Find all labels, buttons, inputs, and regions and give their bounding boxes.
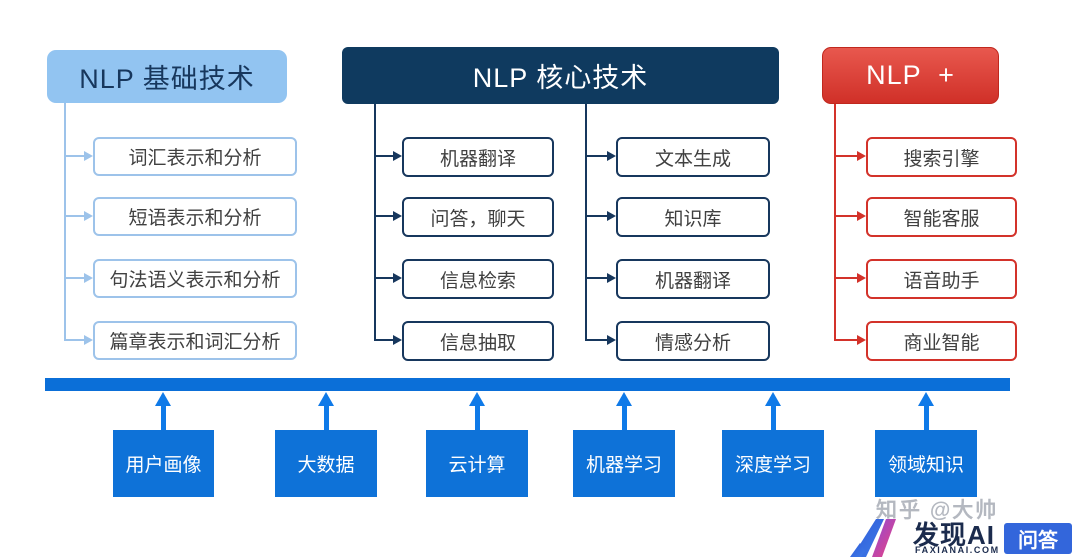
box-plus-item: 搜索引擎 bbox=[866, 137, 1017, 177]
arrow-up-stem bbox=[924, 405, 929, 430]
foundation-bar bbox=[45, 378, 1010, 391]
connector-line bbox=[64, 215, 84, 217]
header-nlp-basic: NLP 基础技术 bbox=[47, 50, 287, 103]
box-core-item: 文本生成 bbox=[616, 137, 770, 177]
arrow-right-icon bbox=[84, 273, 93, 283]
connector-line bbox=[374, 104, 376, 341]
connector-line bbox=[834, 215, 857, 217]
connector-line bbox=[585, 155, 607, 157]
connector-line bbox=[585, 277, 607, 279]
arrow-up-stem bbox=[622, 405, 627, 430]
arrow-right-icon bbox=[607, 335, 616, 345]
arrow-right-icon bbox=[607, 211, 616, 221]
box-basic-item: 篇章表示和词汇分析 bbox=[93, 321, 297, 360]
connector-line bbox=[64, 339, 84, 341]
box-core-item: 信息抽取 bbox=[402, 321, 554, 361]
box-core-item: 机器翻译 bbox=[616, 259, 770, 299]
connector-line bbox=[834, 339, 857, 341]
arrow-up-icon bbox=[318, 392, 334, 406]
box-basic-item: 词汇表示和分析 bbox=[93, 137, 297, 176]
connector-line bbox=[64, 155, 84, 157]
arrow-right-icon bbox=[607, 151, 616, 161]
connector-line bbox=[374, 277, 393, 279]
box-basic-item: 短语表示和分析 bbox=[93, 197, 297, 236]
ai-monogram-icon bbox=[850, 519, 896, 557]
box-foundation-item: 用户画像 bbox=[113, 430, 214, 497]
logo-badge: 问答 bbox=[1004, 523, 1072, 554]
connector-line bbox=[64, 103, 66, 341]
arrow-up-icon bbox=[616, 392, 632, 406]
box-foundation-item: 深度学习 bbox=[722, 430, 824, 497]
box-plus-item: 智能客服 bbox=[866, 197, 1017, 237]
connector-line bbox=[374, 155, 393, 157]
zhihu-watermark: 知乎 @大帅 bbox=[876, 499, 999, 522]
logo-brand-text: 发现AI bbox=[913, 520, 996, 550]
arrow-right-icon bbox=[857, 211, 866, 221]
arrow-right-icon bbox=[857, 273, 866, 283]
box-foundation-item: 云计算 bbox=[426, 430, 528, 497]
box-core-item: 知识库 bbox=[616, 197, 770, 237]
arrow-right-icon bbox=[84, 211, 93, 221]
arrow-up-icon bbox=[765, 392, 781, 406]
arrow-right-icon bbox=[393, 211, 402, 221]
connector-line bbox=[834, 155, 857, 157]
arrow-right-icon bbox=[393, 151, 402, 161]
header-nlp-plus: NLP + bbox=[822, 47, 999, 104]
box-core-item: 问答，聊天 bbox=[402, 197, 554, 237]
arrow-right-icon bbox=[857, 151, 866, 161]
arrow-right-icon bbox=[607, 273, 616, 283]
connector-line bbox=[834, 104, 836, 341]
box-basic-item: 句法语义表示和分析 bbox=[93, 259, 297, 298]
connector-line bbox=[834, 277, 857, 279]
arrow-right-icon bbox=[84, 151, 93, 161]
connector-line bbox=[374, 215, 393, 217]
arrow-up-icon bbox=[918, 392, 934, 406]
connector-line bbox=[585, 339, 607, 341]
arrow-up-stem bbox=[475, 405, 480, 430]
arrow-up-icon bbox=[469, 392, 485, 406]
arrow-up-stem bbox=[771, 405, 776, 430]
box-foundation-item: 大数据 bbox=[275, 430, 377, 497]
connector-line bbox=[585, 215, 607, 217]
arrow-right-icon bbox=[857, 335, 866, 345]
box-core-item: 情感分析 bbox=[616, 321, 770, 361]
box-plus-item: 语音助手 bbox=[866, 259, 1017, 299]
arrow-right-icon bbox=[84, 335, 93, 345]
connector-line bbox=[585, 104, 587, 341]
connector-line bbox=[374, 339, 393, 341]
header-nlp-core: NLP 核心技术 bbox=[342, 47, 779, 104]
arrow-up-stem bbox=[324, 405, 329, 430]
faxianai-logo: 发现AI FAXIANAI.COM 问答 bbox=[850, 515, 1075, 558]
arrow-right-icon bbox=[393, 273, 402, 283]
box-foundation-item: 机器学习 bbox=[573, 430, 675, 497]
arrow-up-icon bbox=[155, 392, 171, 406]
box-core-item: 信息检索 bbox=[402, 259, 554, 299]
box-core-item: 机器翻译 bbox=[402, 137, 554, 177]
logo-domain-text: FAXIANAI.COM bbox=[915, 545, 1000, 555]
box-foundation-item: 领域知识 bbox=[875, 430, 977, 497]
connector-line bbox=[64, 277, 84, 279]
box-plus-item: 商业智能 bbox=[866, 321, 1017, 361]
arrow-right-icon bbox=[393, 335, 402, 345]
arrow-up-stem bbox=[161, 405, 166, 430]
